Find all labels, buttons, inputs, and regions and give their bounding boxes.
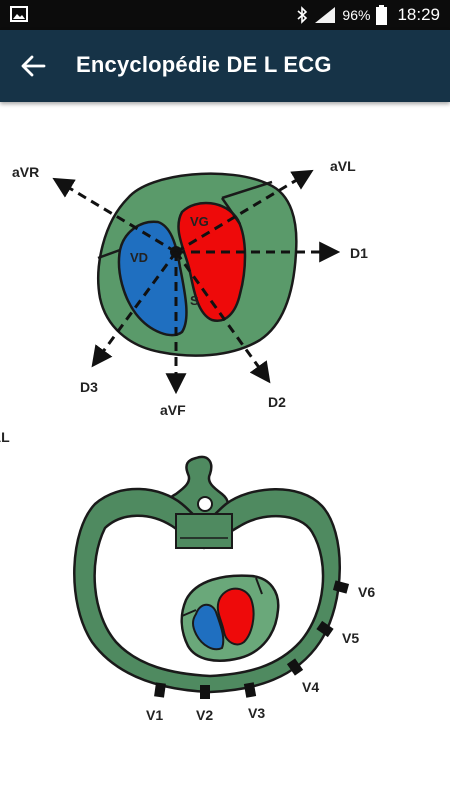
lead-label-v3: V3	[248, 705, 265, 721]
lead-label-v2: V2	[196, 707, 213, 723]
signal-icon	[315, 7, 336, 23]
frontal-heart	[97, 172, 298, 357]
content-area: aVR aVL D1 D2 D3 aVF VD VG S AL	[0, 102, 450, 800]
rv-chamber-small	[192, 603, 225, 651]
arrow-left-icon[interactable]	[20, 53, 46, 79]
lv-chamber-small	[216, 587, 255, 646]
clock: 18:29	[397, 5, 440, 24]
lead-label-v4: V4	[302, 679, 319, 695]
page-title: Encyclopédie DE L ECG	[76, 52, 332, 77]
frontal-lead-axes	[52, 169, 341, 395]
image-icon	[10, 6, 28, 22]
ecg-diagram: aVR aVL D1 D2 D3 aVF VD VG S AL	[0, 158, 375, 723]
lead-label-avr: aVR	[12, 164, 39, 180]
cropped-label: AL	[0, 429, 10, 445]
lead-label-d1: D1	[350, 245, 368, 261]
status-bar: 96% 18:29	[0, 0, 450, 30]
battery-icon	[376, 5, 388, 25]
chamber-label-s: S	[190, 293, 199, 308]
app-bar: Encyclopédie DE L ECG	[0, 30, 450, 102]
precordial-electrodes	[154, 580, 350, 699]
thorax-cross-section	[73, 455, 341, 694]
lead-label-v6: V6	[358, 584, 375, 600]
lead-label-d2: D2	[268, 394, 286, 410]
bluetooth-icon	[297, 6, 308, 24]
lead-label-avl: aVL	[330, 158, 356, 174]
battery-percent: 96%	[342, 7, 371, 23]
lead-label-d3: D3	[80, 379, 98, 395]
chamber-label-vg: VG	[190, 214, 209, 229]
lead-label-v5: V5	[342, 630, 359, 646]
lead-label-v1: V1	[146, 707, 163, 723]
chamber-label-vd: VD	[130, 250, 148, 265]
lead-label-avf: aVF	[160, 402, 186, 418]
